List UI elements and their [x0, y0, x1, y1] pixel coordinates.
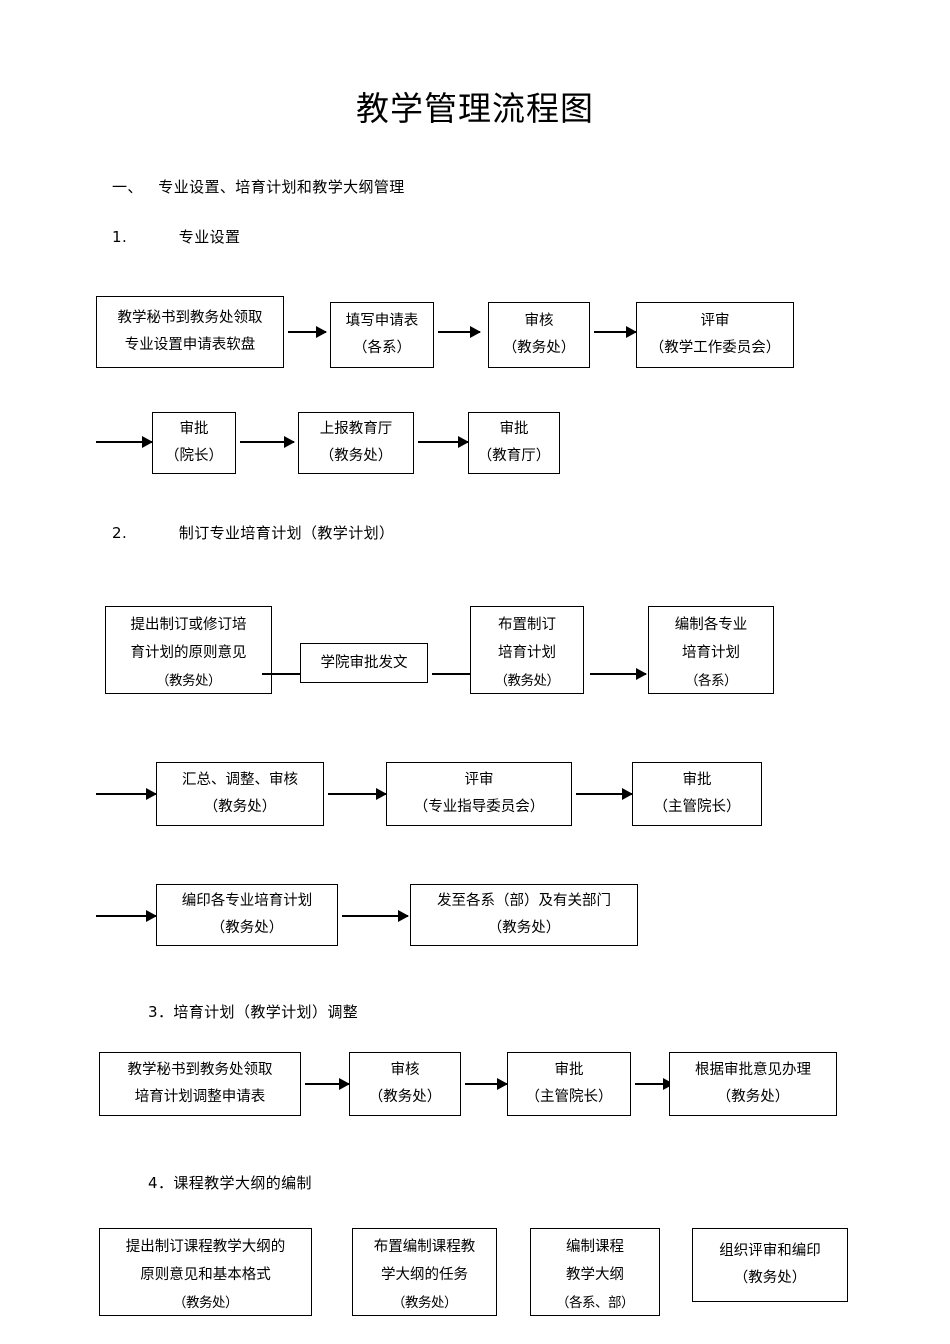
flow-box-line: 组织评审和编印: [719, 1243, 821, 1259]
flow-box-line: 培育计划: [498, 645, 556, 661]
flow-box-line: 审批: [682, 772, 712, 788]
flow-box-line: 审核: [390, 1062, 420, 1078]
page-title: 教学管理流程图: [356, 89, 594, 128]
flow-box-line: 培育计划调整申请表: [134, 1089, 266, 1105]
flow-box: 审批 （院长）: [152, 412, 236, 474]
heading-item-3: 3．培育计划（教学计划）调整: [148, 1003, 359, 1021]
heading-section-1: 一、 专业设置、培育计划和教学大纲管理: [112, 178, 405, 196]
flow-box-line: （院长）: [165, 448, 223, 464]
flow-arrow: [438, 326, 481, 338]
flow-box: 根据审批意见办理 （教务处）: [669, 1052, 837, 1116]
flow-box: 审批 （主管院长）: [507, 1052, 631, 1116]
flow-arrow: [465, 1078, 508, 1090]
flow-box-line: （教学工作委员会）: [649, 340, 781, 356]
flow-box: 布置编制课程教 学大纲的任务 （教务处）: [352, 1228, 497, 1316]
flow-box: 学院审批发文: [300, 643, 428, 683]
flow-box: 评审 （教学工作委员会）: [636, 302, 794, 368]
flow-box: 编制课程 教学大纲 （各系、部）: [530, 1228, 660, 1316]
flow-box-line: 评审: [700, 313, 730, 329]
flow-box: 审批 （主管院长）: [632, 762, 762, 826]
flow-box: 编制各专业 培育计划 （各系）: [648, 606, 774, 694]
flow-arrow: [288, 326, 327, 338]
flow-box-line: 编制课程: [566, 1239, 624, 1255]
flow-box: 上报教育厅 （教务处）: [298, 412, 414, 474]
flow-box-line: 专业设置申请表软盘: [124, 337, 256, 353]
flow-box-line: （教务处）: [210, 920, 284, 936]
flow-box: 布置制订 培育计划 （教务处）: [470, 606, 584, 694]
flow-box-line: 布置制订: [498, 617, 556, 633]
flow-box: 提出制订课程教学大纲的 原则意见和基本格式 （教务处）: [99, 1228, 312, 1316]
flow-arrow: [96, 788, 157, 800]
flow-box: 审批 （教育厅）: [468, 412, 560, 474]
flow-box-line: 审批: [179, 421, 209, 437]
flow-box-line: （专业指导委员会）: [413, 799, 545, 815]
flow-box: 编印各专业培育计划 （教务处）: [156, 884, 338, 946]
flow-box: 评审 （专业指导委员会）: [386, 762, 572, 826]
flow-box-line: （教务处）: [716, 1089, 790, 1105]
flow-arrow: [96, 910, 157, 922]
flow-box: 组织评审和编印 （教务处）: [692, 1228, 848, 1302]
flow-box: 审核 （教务处）: [488, 302, 590, 368]
flow-box-line: （教务处）: [203, 799, 277, 815]
flow-box: 审核 （教务处）: [349, 1052, 461, 1116]
flow-box-line: （各系、部）: [556, 1295, 635, 1311]
flow-box-line: 培育计划: [682, 645, 740, 661]
flow-box-line: （各系）: [685, 673, 738, 689]
flow-box-line: 汇总、调整、审核: [182, 772, 298, 788]
flow-box-line: （教务处）: [487, 920, 561, 936]
flow-box: 教学秘书到教务处领取 培育计划调整申请表: [99, 1052, 301, 1116]
heading-item-1: 1. 专业设置: [112, 228, 241, 246]
flow-arrow: [96, 436, 153, 448]
flow-arrow: [590, 668, 647, 680]
flow-box-line: （教务处）: [156, 673, 222, 689]
flow-box-line: （教务处）: [733, 1270, 807, 1286]
flow-box-line: 审批: [554, 1062, 584, 1078]
flow-box-line: （教务处）: [368, 1089, 442, 1105]
flow-box-line: 原则意见和基本格式: [140, 1267, 271, 1283]
flow-box-line: 根据审批意见办理: [695, 1062, 811, 1078]
flow-box: 发至各系（部）及有关部门 （教务处）: [410, 884, 638, 946]
flow-box: 教学秘书到教务处领取 专业设置申请表软盘: [96, 296, 284, 368]
flow-arrow: [635, 1078, 674, 1090]
flow-box-line: （各系）: [353, 340, 411, 356]
heading-item-4: 4．课程教学大纲的编制: [148, 1174, 312, 1192]
flow-box: 填写申请表 （各系）: [330, 302, 434, 368]
flow-arrow: [342, 910, 409, 922]
flow-arrow: [594, 326, 637, 338]
flow-box-line: 学大纲的任务: [381, 1267, 468, 1283]
flow-box-line: 布置编制课程教: [373, 1239, 476, 1255]
flow-box-line: （教务处）: [502, 340, 576, 356]
flow-box-line: 教学大纲: [566, 1267, 624, 1283]
flow-box-line: （教务处）: [392, 1295, 458, 1311]
flow-arrow: [328, 788, 387, 800]
flow-box-line: 编制各专业: [674, 617, 748, 633]
flow-box-line: 审核: [524, 313, 554, 329]
flow-box-line: （教务处）: [319, 448, 393, 464]
flow-box-line: 编印各专业培育计划: [181, 893, 313, 909]
flow-box-line: （主管院长）: [525, 1089, 613, 1105]
flow-arrow: [240, 436, 295, 448]
flow-arrow: [305, 1078, 350, 1090]
flow-box-line: 填写申请表: [345, 313, 419, 329]
heading-item-2: 2. 制订专业培育计划（教学计划）: [112, 524, 395, 542]
flow-box-line: 教学秘书到教务处领取: [117, 310, 263, 326]
flow-box-line: 提出制订或修订培: [130, 617, 247, 633]
flow-arrow: [418, 436, 469, 448]
flow-box-line: 上报教育厅: [319, 421, 393, 437]
flow-box-line: 学院审批发文: [320, 654, 408, 671]
flow-box-line: 育计划的原则意见: [130, 645, 247, 661]
flow-box-line: （主管院长）: [653, 799, 741, 815]
flow-box-line: 发至各系（部）及有关部门: [437, 893, 611, 909]
flow-box-line: （教务处）: [494, 673, 561, 689]
flow-box-line: （教务处）: [173, 1295, 239, 1311]
flow-box-line: 提出制订课程教学大纲的: [125, 1239, 286, 1255]
flow-box-line: （教育厅）: [477, 448, 551, 464]
flow-box-line: 评审: [464, 772, 494, 788]
flow-box-line: 审批: [499, 421, 529, 437]
flow-arrow: [576, 788, 633, 800]
flow-box: 汇总、调整、审核 （教务处）: [156, 762, 324, 826]
flow-box: 提出制订或修订培 育计划的原则意见 （教务处）: [105, 606, 272, 694]
flow-box-line: 教学秘书到教务处领取: [127, 1062, 273, 1078]
